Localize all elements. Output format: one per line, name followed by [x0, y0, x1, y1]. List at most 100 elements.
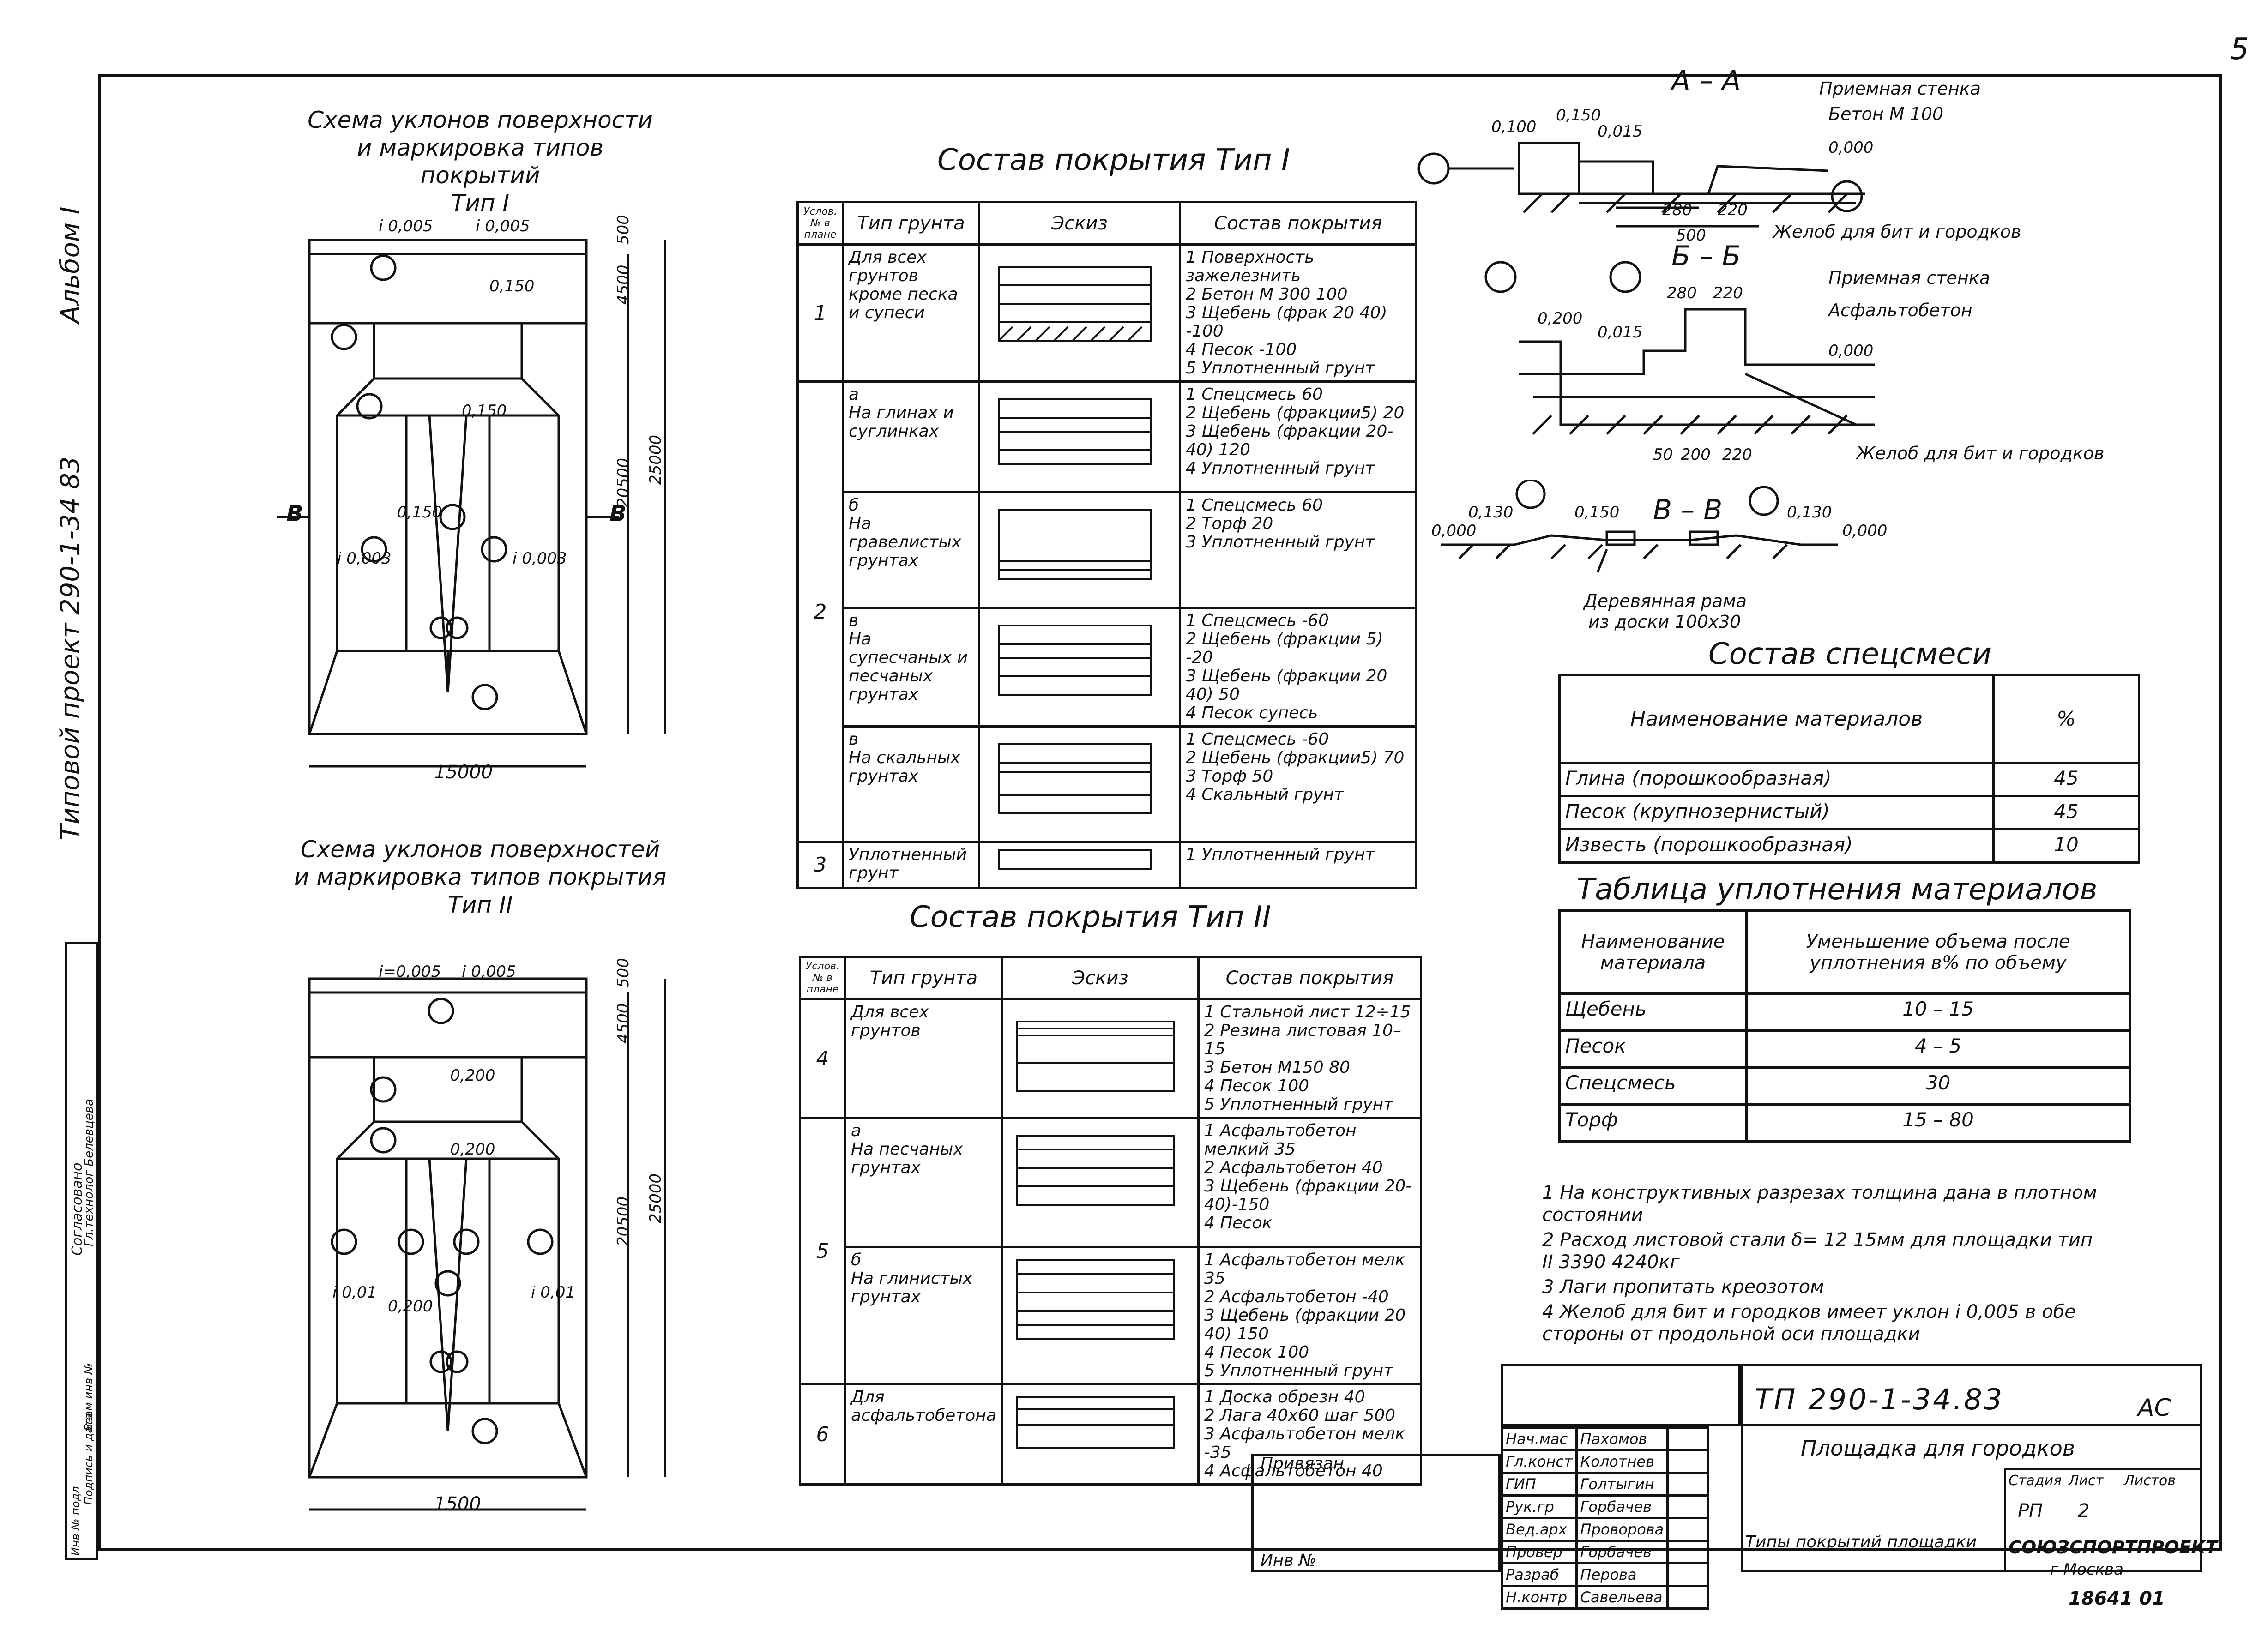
side-col-2: Подпись и дата [82, 1413, 95, 1505]
layer: 2 Асфальтобетон 40 [1204, 1158, 1383, 1177]
aa-mark-1: 0,100 [1491, 118, 1537, 136]
vv-mark-2: 0,000 [1431, 522, 1477, 540]
row-soil-text: На глинистых грунтах [850, 1269, 973, 1306]
scheme2-dim-edge: 500 [614, 958, 633, 988]
scheme1-drawing [277, 239, 666, 768]
layer: 4 Уплотненный грунт [1185, 459, 1375, 478]
sketch [997, 849, 1152, 870]
mix-table: Наименование материалов % Глина (порошко… [1558, 674, 2140, 864]
section-vv-title: В – В [1653, 494, 1723, 526]
note-item: 2 Расход листовой стали δ= 12 15мм для п… [1542, 1229, 2093, 1273]
stamp-person: Пахомов [1575, 1426, 1669, 1451]
layer: 3 Щебень (фракции 20-40)-150 [1204, 1177, 1412, 1214]
mix-h-1: Наименование материалов [1558, 674, 1995, 764]
row-soil-text: На супесчаных и песчаных грунтах [848, 630, 968, 704]
section-aa-drawing [1418, 142, 1865, 228]
layer: 1 Уплотненный грунт [1178, 841, 1418, 889]
scheme1-dim-main: 20500 [614, 457, 633, 508]
scheme1-slope-5: і 0,003 [337, 549, 392, 568]
table1-h-sketch: Эскиз [977, 201, 1181, 246]
scheme1-mark-1: 0,150 [489, 277, 535, 295]
comp-value: 30 [1745, 1066, 2131, 1106]
layer: 2 Щебень (фракции5) 20 [1185, 403, 1405, 422]
aa-dim-1: 280 [1662, 201, 1692, 219]
scheme2-drawing [308, 977, 666, 1511]
sketch [997, 398, 1152, 465]
vv-label-2: из доски 100х30 [1588, 612, 1741, 632]
stamp-sheets-h: Листов [2124, 1473, 2176, 1489]
scheme2-title-l2: и маркировка типов покрытия [294, 864, 667, 890]
row-no: 3 [796, 841, 844, 889]
scheme1-dim-total: 25000 [646, 434, 665, 485]
sketch [997, 743, 1152, 814]
note-item: 4 Желоб для бит и городков имеет уклон і… [1542, 1301, 2076, 1345]
row-sketch [977, 243, 1181, 383]
table2-row: 4 Для всех грунтов 1 Стальной лист 12÷15… [799, 998, 1423, 1119]
scheme2-mark-1: 0,200 [450, 1066, 495, 1085]
aa-mark-2: 0,150 [1556, 106, 1601, 125]
layer: 2 Щебень (фракции5) 70 [1185, 748, 1405, 767]
scheme1-slope-2: і 0,005 [476, 217, 530, 235]
layer: 1 Спецсмесь 60 [1185, 496, 1323, 515]
bb-label-3: Желоб для бит и городков [1856, 443, 2105, 463]
scheme2-dim-top: 4500 [614, 1003, 633, 1043]
table1-h-soil: Тип грунта [841, 201, 980, 246]
scheme1-dim-top: 4500 [614, 265, 633, 305]
layer: 2 Резина листовая 10–15 [1204, 1021, 1402, 1059]
archive-number: 18641 01 [2069, 1588, 2165, 1609]
scheme1-title-l2: и маркировка типов покрытий [356, 134, 604, 189]
row-sketch [1001, 1383, 1200, 1486]
scheme2-width: 1500 [434, 1493, 481, 1515]
stamp-object: Площадка для городков [1801, 1436, 2075, 1461]
comp-value: 10 – 15 [1745, 992, 2131, 1032]
comp-h-2: Уменьшение объема после уплотнения в% по… [1745, 909, 2131, 995]
layer: 1 Стальной лист 12÷15 [1204, 1003, 1411, 1022]
stamp-sheet-title: Типы покрытий площадки [1745, 1533, 1977, 1552]
note-item: 3 Лаги пропитать креозотом [1542, 1276, 1824, 1298]
album-label: Альбом I [55, 206, 85, 323]
inv-label: Инв № [1261, 1551, 1316, 1570]
mix-percent: 45 [1992, 795, 2140, 830]
sketch [1016, 1135, 1175, 1206]
comp-value: 4 – 5 [1745, 1029, 2131, 1069]
sheet-number: 5 [2230, 32, 2249, 66]
row-no: 6 [799, 1383, 846, 1486]
sketch [1016, 1021, 1175, 1092]
scheme2-slope-1: і=0,005 [379, 962, 441, 981]
bb-mark-1: 0,200 [1538, 309, 1583, 328]
scheme1-mark-3: 0,150 [397, 503, 442, 522]
scheme1-section-left: В [286, 501, 303, 527]
bb-dim-4: 200 [1681, 445, 1711, 464]
layer: 2 Торф 20 [1185, 514, 1273, 533]
comp-material: Торф [1558, 1103, 1748, 1143]
sketch [997, 625, 1152, 696]
stamp-sign [1666, 1472, 1709, 1497]
side-col-3: Инв № подл [69, 1486, 82, 1556]
vv-mark-4: 0,130 [1787, 503, 1832, 522]
scheme1-title: Схема уклонов поверхности и маркировка т… [296, 106, 665, 217]
comp-material: Песок [1558, 1029, 1748, 1069]
row-soil-text: На песчаных грунтах [850, 1140, 963, 1177]
row-sketch [977, 491, 1181, 609]
mix-material: Известь (порошкообразная) [1558, 828, 1995, 864]
scheme2-slope-2: і 0,005 [462, 962, 516, 981]
mix-material: Песок (крупнозернистый) [1558, 795, 1995, 830]
layer: 1 Спецсмесь -60 [1185, 730, 1329, 749]
stamp-mark: АС [2138, 1394, 2171, 1422]
layer: 4 Песок супесь [1185, 704, 1318, 722]
stamp-person: Горбачев [1575, 1494, 1669, 1519]
sketch [997, 266, 1152, 342]
stamp-role: Провер [1501, 1540, 1578, 1564]
aa-mark-4: 0,000 [1828, 138, 1874, 157]
row-sub: б [850, 1251, 862, 1269]
row-sub: б [848, 496, 859, 515]
sketch [1016, 1396, 1175, 1449]
